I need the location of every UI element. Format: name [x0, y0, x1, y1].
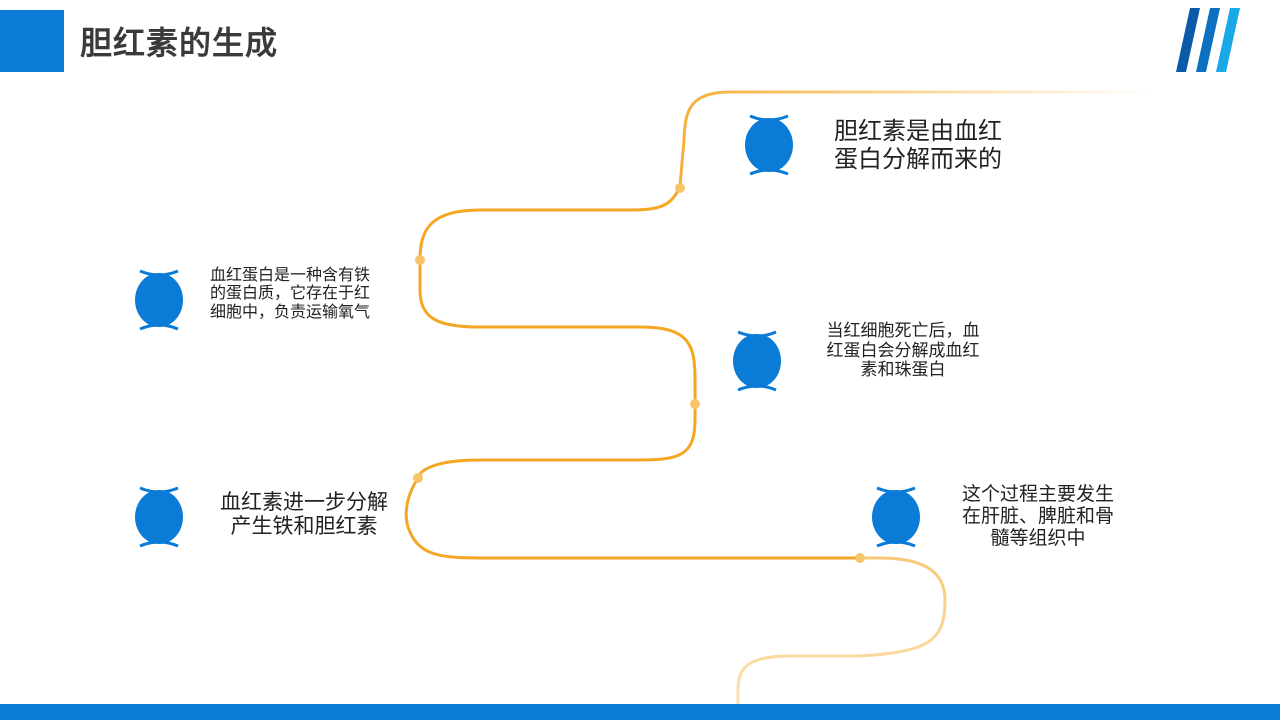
stripes-logo-icon — [1176, 8, 1240, 72]
title-accent-block — [0, 10, 64, 72]
flow-path-top — [678, 90, 1150, 187]
junction-dot — [855, 553, 865, 563]
step-2-line: 血红蛋白是一种含有铁 — [210, 265, 371, 284]
step-1-line: 胆红素是由血红 — [834, 117, 1002, 145]
step-1-line: 蛋白分解而来的 — [834, 144, 1002, 173]
step-2-line: 的蛋白质，它存在于红 — [210, 283, 371, 303]
step-4-line: 产生铁和胆红素 — [230, 514, 378, 539]
step-3-line: 当红细胞死亡后，血 — [826, 321, 980, 341]
step-3-line: 红蛋白会分解成血红 — [826, 340, 980, 361]
flow-path-tail — [736, 556, 947, 720]
step-1-text: 胆红素是由血红 蛋白分解而来的 — [834, 117, 1002, 173]
flow-path-main — [404, 185, 860, 560]
junction-dot — [413, 473, 423, 483]
page-title: 胆红素的生成 — [80, 24, 279, 62]
step-marker-2-icon — [135, 269, 183, 331]
step-marker-3-icon — [733, 330, 781, 392]
step-5-text: 这个过程主要发生 在肝脏、脾脏和骨 髓等组织中 — [940, 483, 1136, 550]
step-4-line: 血红素进一步分解 — [220, 490, 388, 514]
step-marker-1-icon — [745, 114, 793, 176]
step-4-text: 血红素进一步分解 产生铁和胆红素 — [206, 490, 402, 538]
junction-dot — [675, 183, 685, 193]
step-3-text: 当红细胞死亡后，血 红蛋白会分解成血红 素和珠蛋白 — [808, 321, 998, 381]
footer-bar — [0, 704, 1280, 720]
junction-dot — [415, 255, 425, 265]
step-3-line: 素和珠蛋白 — [860, 360, 946, 381]
step-marker-5-icon — [872, 486, 920, 548]
step-marker-4-icon — [135, 486, 183, 548]
step-2-text: 血红蛋白是一种含有铁 的蛋白质，它存在于红 细胞中，负责运输氧气 — [210, 265, 371, 321]
step-5-line: 在肝脏、脾脏和骨 — [961, 504, 1114, 527]
step-5-line: 这个过程主要发生 — [961, 483, 1114, 505]
step-2-line: 细胞中，负责运输氧气 — [210, 301, 371, 321]
step-5-line: 髓等组织中 — [990, 526, 1086, 549]
junction-dot — [690, 399, 700, 409]
